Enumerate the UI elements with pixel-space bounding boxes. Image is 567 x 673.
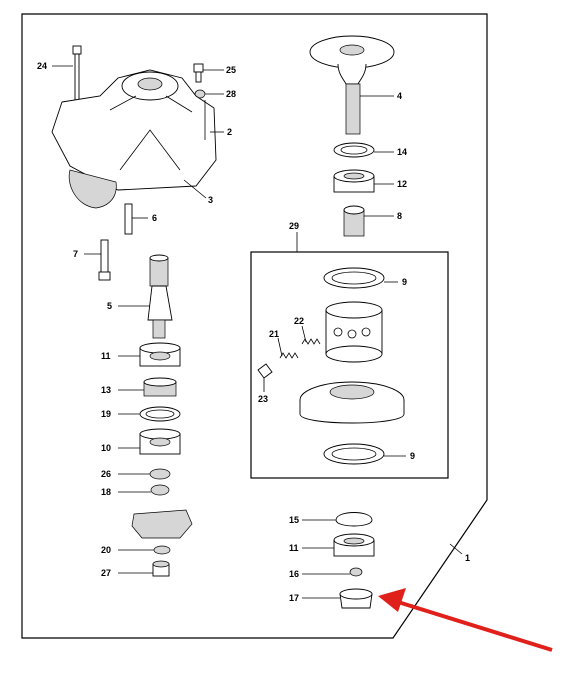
ring-gear xyxy=(299,381,405,424)
callout-29: 29 xyxy=(289,221,299,231)
callout-9-lower: 9 xyxy=(410,451,415,461)
assembly-box-29 xyxy=(250,251,449,479)
callout-9-upper: 9 xyxy=(402,277,407,287)
callout-19: 19 xyxy=(101,409,111,419)
washer-26 xyxy=(149,468,171,480)
callout-7: 7 xyxy=(73,249,78,259)
callout-1: 1 xyxy=(465,553,470,563)
red-arrow-icon xyxy=(378,588,553,652)
housing-2 xyxy=(51,69,217,209)
bolt-7 xyxy=(98,239,111,281)
callout-24: 24 xyxy=(37,61,47,71)
callout-28: 28 xyxy=(226,89,236,99)
callout-2: 2 xyxy=(227,127,232,137)
snap-ring-15 xyxy=(335,512,373,527)
pin-6 xyxy=(124,203,133,235)
callout-18: 18 xyxy=(101,487,111,497)
callout-22: 22 xyxy=(294,316,304,326)
spring-22 xyxy=(301,338,321,345)
thrust-ring-9-lower xyxy=(323,443,385,465)
washer-20 xyxy=(153,545,171,555)
callout-16: 16 xyxy=(289,569,299,579)
callout-3: 3 xyxy=(208,195,213,205)
callout-27: 27 xyxy=(101,568,111,578)
bearing-10 xyxy=(139,428,181,455)
callout-17: 17 xyxy=(289,593,299,603)
differential-cage xyxy=(325,301,383,363)
callout-11-right: 11 xyxy=(289,543,299,553)
callout-26: 26 xyxy=(101,469,111,479)
spring-21 xyxy=(279,352,299,359)
callout-12: 12 xyxy=(397,179,407,189)
callout-23: 23 xyxy=(258,394,268,404)
callout-8: 8 xyxy=(397,211,402,221)
thrust-ring-9-upper xyxy=(323,267,385,289)
cap-17 xyxy=(339,588,373,609)
washer-16 xyxy=(349,567,363,577)
callout-11-left: 11 xyxy=(101,351,111,361)
diagram-frame xyxy=(21,13,488,639)
flange-shaft-4 xyxy=(309,35,395,135)
bearing-11-left xyxy=(139,342,181,367)
bearing-13 xyxy=(143,377,177,397)
callout-15: 15 xyxy=(289,515,299,525)
bolt-24 xyxy=(72,45,82,103)
bearing-11-right xyxy=(333,533,375,557)
seal-14 xyxy=(333,142,375,158)
callout-21: 21 xyxy=(269,329,279,339)
callout-20: 20 xyxy=(101,545,111,555)
callout-10: 10 xyxy=(101,443,111,453)
callout-4: 4 xyxy=(397,91,402,101)
sleeve-8 xyxy=(343,205,365,237)
plunger-23 xyxy=(257,363,273,379)
callout-13: 13 xyxy=(101,385,111,395)
callout-5: 5 xyxy=(107,301,112,311)
leader-lines xyxy=(52,65,463,599)
pinion-gear xyxy=(131,509,193,539)
callout-6: 6 xyxy=(152,213,157,223)
callout-25: 25 xyxy=(226,65,236,75)
nut-27 xyxy=(152,560,170,577)
shaft-5 xyxy=(147,254,173,339)
screw-25 xyxy=(193,63,204,83)
washer-18 xyxy=(150,484,170,496)
callout-14: 14 xyxy=(397,147,407,157)
bearing-12 xyxy=(333,169,375,193)
